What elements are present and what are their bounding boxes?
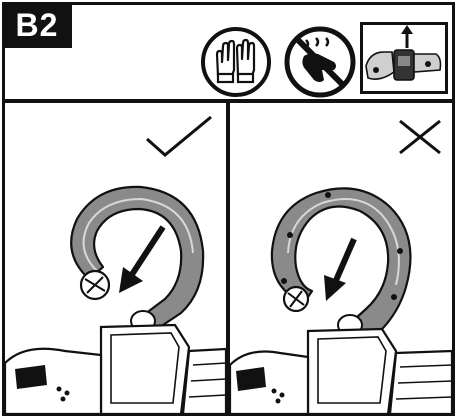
tool-detail-icon [360, 22, 448, 94]
cross-icon [400, 121, 440, 153]
no-hot-hand-icon [284, 26, 356, 98]
step-badge: B2 [2, 2, 72, 48]
protective-gloves-icon [200, 26, 272, 98]
checkmark-icon [147, 117, 211, 155]
incorrect-panel [230, 103, 452, 414]
correct-panel [5, 103, 226, 414]
